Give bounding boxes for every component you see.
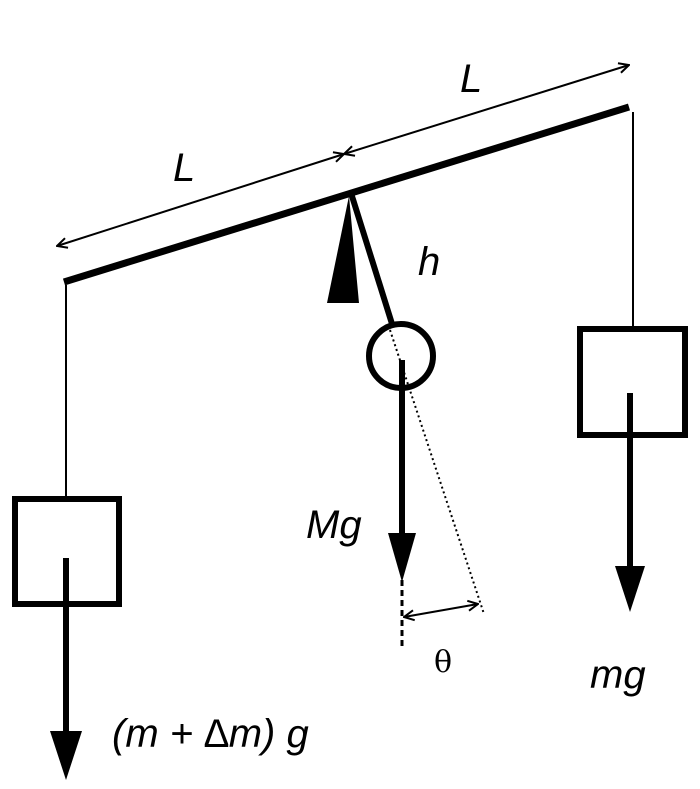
fulcrum-triangle (327, 196, 359, 303)
pivot-distance-label: h (418, 240, 440, 284)
right-weight-label: mg (590, 653, 646, 697)
length-arrow-left (57, 154, 344, 246)
angle-label: θ (434, 645, 452, 680)
angle-arrow (404, 604, 478, 617)
length-label-left: L (173, 146, 195, 190)
right-weight-arrowhead (615, 566, 645, 612)
length-arrow-right (344, 65, 629, 154)
pendulum-weight-arrowhead (388, 533, 416, 582)
left-weight-arrowhead (50, 731, 82, 780)
pendulum-weight-label: Mg (306, 503, 362, 547)
left-weight-label: (m + ∆m) g (112, 712, 309, 756)
pendulum-rod (348, 192, 396, 328)
length-label-right: L (460, 57, 482, 101)
